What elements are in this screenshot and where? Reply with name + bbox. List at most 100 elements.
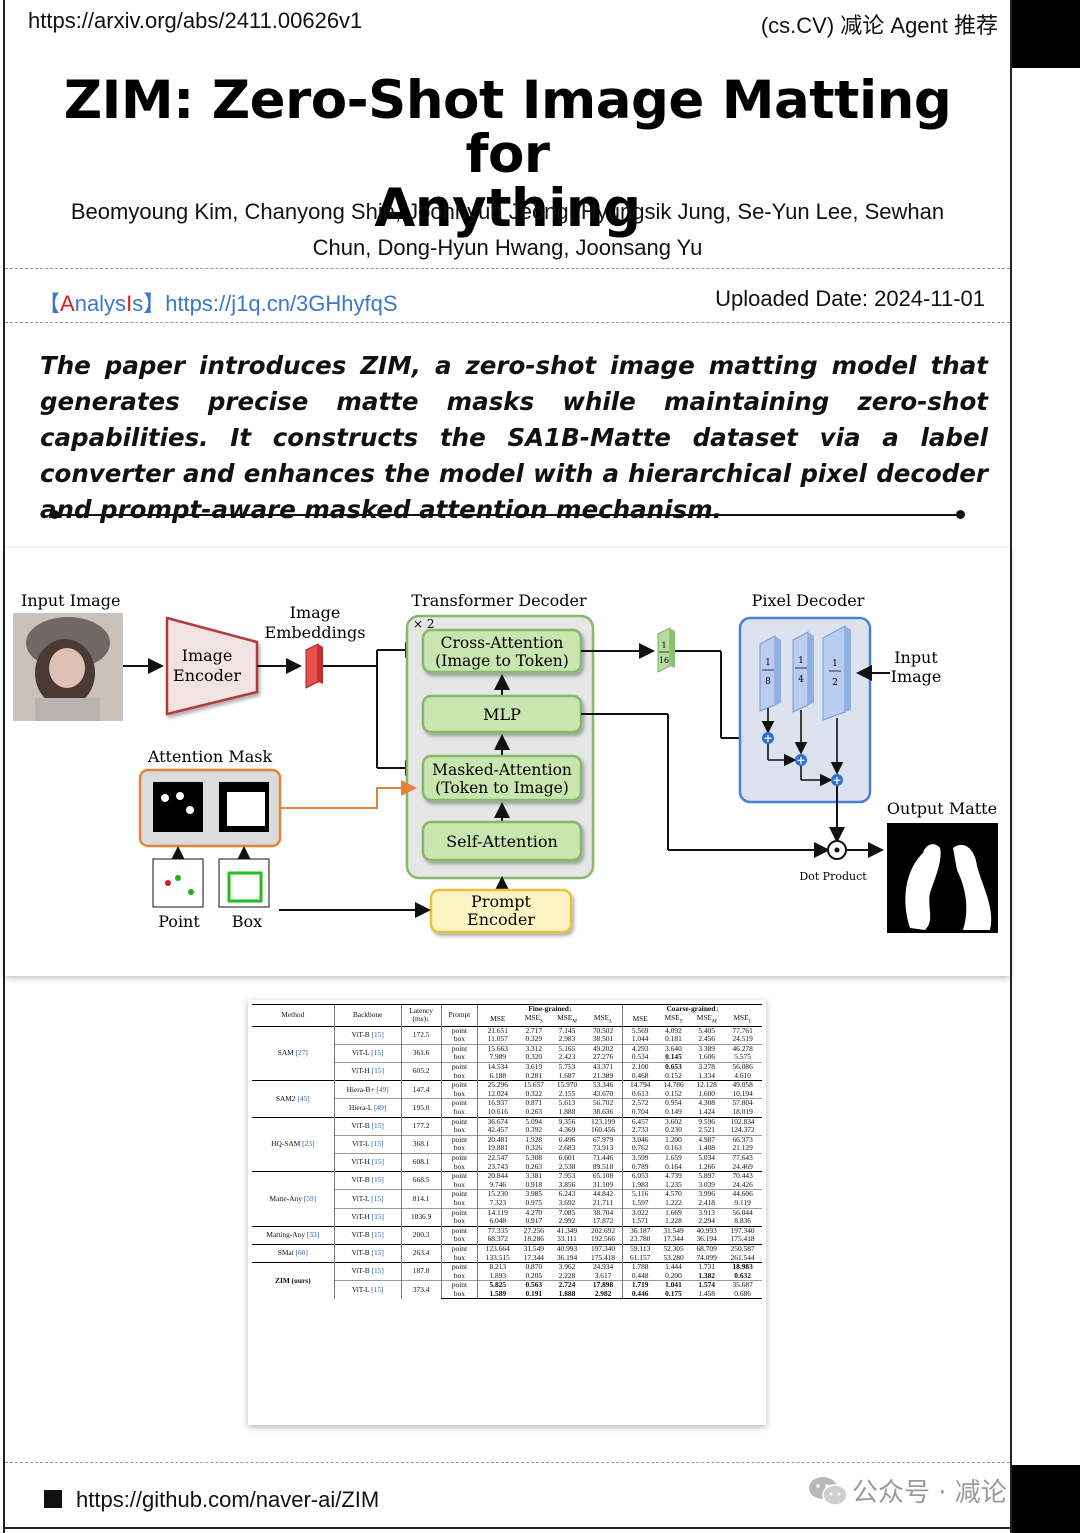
citation[interactable]: [33] [305,1230,320,1240]
metric-cell: 3.381 [517,1171,551,1181]
citation[interactable]: [15] [371,1211,385,1221]
metric-cell: 0.563 [517,1280,551,1290]
citation[interactable]: [15] [371,1066,385,1076]
metric-cell: 0.632 [734,1270,751,1280]
metric-cell: 40.993 [550,1243,584,1254]
metric-cell: 15.970 [550,1080,584,1090]
backbone-name: ViT-H [351,1211,372,1221]
metric-cell: 5.405 [690,1025,724,1036]
metric-cell: 77.335 [477,1225,518,1236]
citation[interactable]: [15] [371,1120,384,1130]
svg-text:+: + [763,732,772,745]
metric-cell: 8.836 [734,1216,751,1226]
metric-cell: 1.669 [656,1207,691,1218]
analysis-url[interactable]: https://j1q.cn/3GHhyfqS [165,291,398,316]
metric-cell: 1.574 [690,1280,724,1290]
citation[interactable]: [23] [300,1139,315,1149]
metric-cell: 1.589 [477,1289,518,1300]
citation[interactable]: [15] [371,1284,384,1294]
citation[interactable]: [15] [371,1139,384,1149]
metric-cell: 65.108 [583,1171,623,1181]
metric-cell: 57.804 [723,1098,762,1108]
metric-cell: 49.058 [723,1080,762,1090]
latency-cell: 668.5 [400,1171,442,1190]
metric-cell: 6.496 [550,1134,584,1145]
metric-cell: 1.606 [698,1052,715,1062]
feature-1-2: 1 2 [822,625,851,721]
metric-cell: 31.549 [517,1243,551,1254]
metric-cell: 5.034 [690,1152,724,1163]
metric-cell: 56.702 [583,1098,623,1108]
metric-cell: 3.312 [517,1043,551,1054]
citation[interactable]: [60] [293,1248,308,1258]
citation[interactable]: [15] [371,1175,384,1185]
backbone-name: ViT-B [351,1230,372,1240]
paper-summary: The paper introduces ZIM, a zero-shot im… [40,351,988,524]
latency-label-1: Latency [409,1005,434,1015]
github-link[interactable]: https://github.com/naver-ai/ZIM [76,1487,380,1512]
prompt-cell: box [440,1162,478,1172]
prompt-cell: box [440,1271,478,1281]
metric-cell: 43.670 [592,1088,614,1098]
metric-cell: 24.934 [583,1262,623,1272]
citation[interactable]: [15] [371,1157,385,1167]
metric-cell: 41.349 [550,1225,584,1236]
frac-1-8-num: 1 [765,658,771,668]
analysis-letter-a: A [60,291,75,316]
citation[interactable]: [49] [376,1084,389,1094]
input-image-right-label-2: Image [891,667,942,686]
citation[interactable]: [15] [371,1248,384,1258]
page-frame-right [1010,0,1012,1533]
image-embeddings-token [305,643,323,689]
citation[interactable]: [15] [371,1193,384,1203]
metric-cell: 1.888 [550,1289,584,1300]
add-node-3 [831,774,843,786]
metric-cell: 2.228 [558,1270,576,1280]
metric-cell: 4.369 [558,1125,576,1135]
metric-cell: 0.326 [525,1143,543,1153]
citation[interactable]: [27] [293,1048,308,1058]
prompt-cell: point [440,1062,478,1072]
results-table: Method Backbone Latency(ms)↓ Prompt Fine… [252,1003,762,1300]
prompt-cell: point [440,1243,478,1254]
metric-cell: 1.888 [558,1107,576,1116]
metric-cell: 3.856 [558,1179,576,1189]
prompt-cell: box [440,1053,478,1063]
backbone-name: ViT-H [351,1157,372,1167]
citation[interactable]: [15] [371,1266,384,1276]
latency-cell: 177.2 [400,1116,442,1136]
metric-cell: 2.717 [517,1025,551,1036]
citation[interactable]: [45] [295,1093,310,1103]
arxiv-url[interactable]: https://arxiv.org/abs/2411.00626v1 [28,8,363,33]
metric-cell: 53.280 [663,1252,684,1262]
col-metric: MSEL [583,1013,623,1027]
metric-cell: 2.572 [622,1098,657,1108]
citation[interactable]: [15] [371,1029,384,1039]
method-cell: SAM2 [45] [252,1080,335,1118]
metric-cell: 14.794 [622,1080,657,1090]
metric-cell: 18.286 [523,1234,544,1244]
col-metric: MSEM [690,1013,724,1027]
metric-cell: 0.152 [665,1088,682,1098]
box-label: Box [232,912,262,931]
dot-product-label: Dot Product [799,870,867,883]
add-node-2 [795,754,807,766]
prompt-cell: point [440,1207,478,1218]
metric-cell: 123.199 [583,1116,623,1127]
citation[interactable]: [59] [301,1193,317,1203]
metric-cell: 6.053 [622,1171,657,1181]
analysis-link[interactable]: 【AnalysIs】https://j1q.cn/3GHhyfqS [38,286,398,318]
metric-cell: 36.187 [622,1225,657,1236]
citation[interactable]: [49] [373,1102,387,1112]
metric-cell: 5.165 [550,1043,584,1054]
citation[interactable]: [15] [371,1230,384,1240]
backbone-name: ViT-H [351,1066,372,1076]
metric-cell: 0.534 [622,1053,657,1063]
metric-cell: 36.674 [477,1116,518,1127]
citation[interactable]: [15] [371,1048,384,1058]
